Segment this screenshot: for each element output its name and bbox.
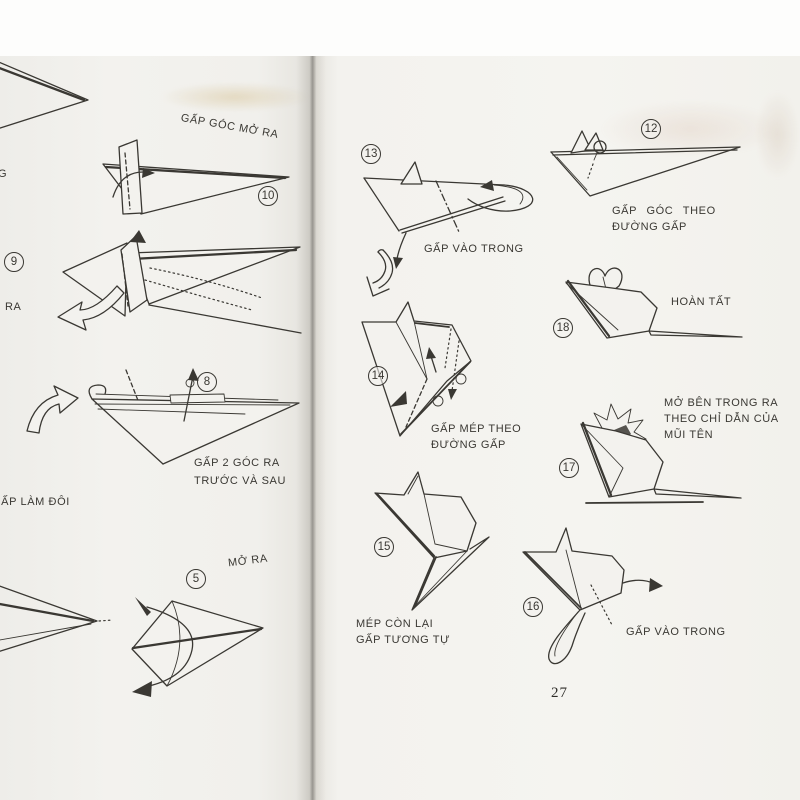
diagram-step-13	[363, 161, 534, 269]
fold-arrowhead	[142, 168, 155, 178]
fold-arrowhead	[480, 180, 494, 191]
step-17-number: 17	[559, 458, 579, 478]
step-14-number: 14	[368, 366, 388, 386]
fold-arrowhead	[393, 257, 403, 269]
diagram-fold-in-half	[0, 585, 114, 652]
step-14-label-line1: GẤP MÉP THEO	[431, 423, 522, 435]
book-gutter-shadow	[296, 56, 326, 800]
diagram-step-17	[580, 403, 742, 504]
page-number: 27	[551, 685, 568, 701]
step-16-number: 16	[523, 597, 543, 617]
diagram-step-16	[522, 527, 663, 665]
diagram-step-8	[88, 368, 300, 465]
fold-arrowhead	[426, 347, 436, 359]
diagram-step-18	[565, 267, 743, 339]
edge-text-fragment: G	[0, 168, 8, 180]
flap-tip	[130, 230, 146, 243]
step-15-number: 15	[374, 537, 394, 557]
step-transition-arrow-icon	[366, 249, 394, 297]
step-17-label-line1: MỞ BÊN TRONG RA	[664, 397, 779, 409]
step-9-number: 9	[4, 252, 24, 272]
step-transition-arrow-icon	[26, 385, 79, 434]
step-13-label: GẤP VÀO TRONG	[424, 243, 524, 255]
step-14-label-line2: ĐƯỜNG GẤP	[431, 439, 506, 451]
open-arrow	[57, 285, 125, 331]
open-out-arrowhead	[132, 681, 152, 697]
fold-arrowhead	[649, 578, 663, 592]
step-17-label-line2: THEO CHỈ DẪN CỦA	[664, 413, 779, 425]
step-8-number: 8	[197, 372, 217, 392]
scan-top-margin	[0, 0, 800, 56]
step-18-label: HOÀN TẤT	[671, 296, 732, 308]
step-16-label: GẤP VÀO TRONG	[626, 626, 726, 638]
diagram-step-5	[131, 597, 264, 697]
diagram-step-14	[361, 301, 472, 437]
step-12-number: 12	[641, 119, 661, 139]
fold-in-half-label: GẤP LÀM ĐÔI	[0, 496, 70, 508]
open-out-arrowhead	[135, 597, 151, 616]
step-12-label-line1: GẤP GÓC THEO	[612, 205, 716, 217]
step-15-label-line2: GẤP TƯƠNG TỰ	[356, 634, 451, 646]
diagram-topleft-triangle	[0, 61, 89, 129]
diagram-step-10	[102, 139, 290, 215]
fold-arrowhead	[448, 389, 457, 400]
step-9-label-fragment: RA	[5, 301, 22, 313]
step-10-number: 10	[258, 186, 278, 206]
step-12-label-line2: ĐƯỜNG GẤP	[612, 221, 687, 233]
step-8-label-line1: GẤP 2 GÓC RA	[194, 457, 280, 469]
diagram-step-9	[57, 230, 302, 334]
step-17-label-line3: MŨI TÊN	[664, 429, 714, 441]
step-18-number: 18	[553, 318, 573, 338]
diagram-step-15	[374, 471, 490, 611]
diagram-step-12	[550, 130, 741, 197]
fold-arrowhead	[188, 368, 199, 381]
step-13-number: 13	[361, 144, 381, 164]
step-15-label-line1: MÉP CÒN LẠI	[356, 618, 434, 630]
step-5-number: 5	[186, 569, 206, 589]
step-8-label-line2: TRƯỚC VÀ SAU	[194, 475, 287, 487]
fold-arrowhead	[390, 391, 407, 407]
